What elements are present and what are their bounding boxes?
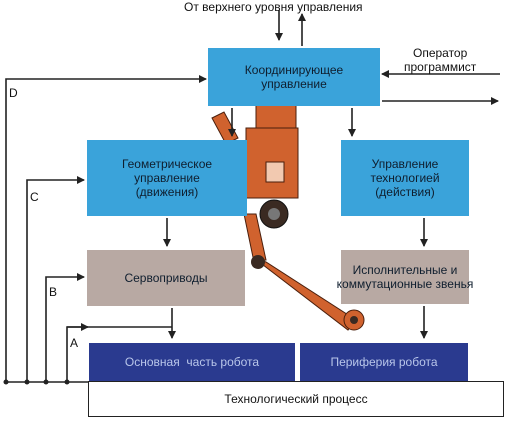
servo-drives-text: Сервоприводы: [124, 271, 208, 285]
actuators-block: Исполнительные и коммутационные звенья: [337, 250, 473, 304]
robot-main-part-block: Основная часть робота: [89, 343, 295, 381]
technology-control-text: Управление технологией (действия): [370, 157, 440, 199]
loop-label-a: A: [70, 336, 79, 350]
actuators-text: Исполнительные и коммутационные звенья: [336, 263, 474, 291]
geometric-control-block: Геометрическое управление (движения): [87, 140, 247, 216]
technology-control-block: Управление технологией (действия): [341, 140, 469, 216]
robot-periphery-block: Периферия робота: [300, 343, 468, 381]
technological-process-text: Технологический процесс: [224, 392, 368, 406]
technological-process-block: Технологический процесс: [88, 381, 504, 417]
loop-label-b: B: [49, 285, 58, 299]
operator-label: Оператор программист: [404, 46, 477, 74]
top-level-label: От верхнего уровня управления: [184, 0, 363, 14]
loop-label-c: C: [30, 190, 39, 204]
robot-periphery-text: Периферия робота: [330, 355, 438, 369]
robot-main-part-text: Основная часть робота: [124, 355, 260, 369]
coordinating-control-block: Координирующее управление: [208, 48, 380, 106]
geometric-control-text: Геометрическое управление (движения): [121, 157, 213, 199]
loop-label-d: D: [9, 86, 18, 100]
servo-drives-block: Сервоприводы: [87, 250, 245, 306]
coordinating-control-text: Координирующее управление: [244, 63, 344, 91]
